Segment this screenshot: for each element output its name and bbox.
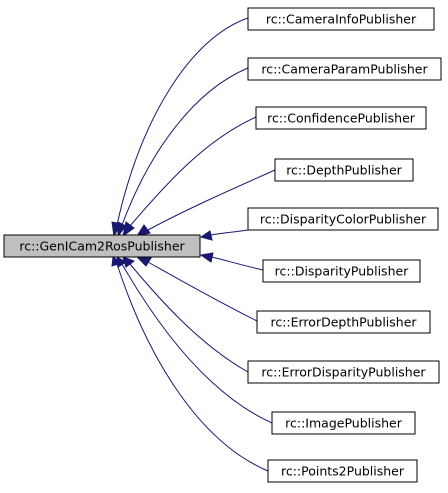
- derived-class-label: rc::ImagePublisher: [285, 416, 403, 431]
- derived-class-label: rc::ConfidencePublisher: [267, 111, 416, 126]
- edge-error-disparity: [129, 263, 249, 373]
- arrowhead-error-depth: [135, 256, 152, 267]
- derived-class-node-disparity-color[interactable]: rc::DisparityColorPublisher: [247, 207, 439, 231]
- edge-image: [121, 263, 273, 424]
- derived-class-node-points2[interactable]: rc::Points2Publisher: [267, 459, 418, 483]
- inheritance-edges: [116, 17, 276, 472]
- arrowhead-disparity: [199, 252, 214, 263]
- derived-class-node-error-depth[interactable]: rc::ErrorDepthPublisher: [256, 310, 431, 334]
- edge-confidence: [129, 116, 257, 227]
- derived-class-label: rc::DisparityPublisher: [275, 264, 410, 279]
- arrowhead-depth: [135, 224, 151, 237]
- edge-disparity: [211, 256, 264, 271]
- derived-class-node-confidence[interactable]: rc::ConfidencePublisher: [255, 106, 427, 130]
- derived-class-label: rc::DisparityColorPublisher: [260, 212, 427, 227]
- derived-class-node-disparity[interactable]: rc::DisparityPublisher: [262, 259, 421, 283]
- derived-class-label: rc::Points2Publisher: [281, 464, 405, 479]
- edge-points2: [116, 263, 269, 472]
- derived-class-node-error-disparity[interactable]: rc::ErrorDisparityPublisher: [247, 360, 440, 384]
- base-class-node[interactable]: rc::GenICam2RosPublisher: [3, 234, 201, 258]
- derived-class-node-camera-param[interactable]: rc::CameraParamPublisher: [247, 57, 442, 81]
- derived-class-label: rc::CameraInfoPublisher: [266, 12, 417, 27]
- edge-camera-info: [116, 17, 249, 226]
- derived-class-node-camera-info[interactable]: rc::CameraInfoPublisher: [247, 7, 435, 31]
- arrowhead-points2: [111, 256, 123, 267]
- edge-camera-param: [121, 67, 249, 226]
- base-class-label: rc::GenICam2RosPublisher: [19, 239, 185, 254]
- edge-depth: [147, 169, 276, 231]
- derived-class-node-image[interactable]: rc::ImagePublisher: [271, 411, 416, 435]
- arrowhead-confidence: [122, 221, 135, 238]
- edge-disparity-color: [210, 229, 249, 236]
- derived-class-label: rc::ErrorDisparityPublisher: [261, 365, 426, 380]
- arrowheads: [111, 221, 214, 268]
- derived-class-label: rc::ErrorDepthPublisher: [270, 315, 417, 330]
- arrowhead-camera-param: [117, 221, 127, 238]
- derived-class-label: rc::CameraParamPublisher: [261, 62, 428, 77]
- derived-class-label: rc::DepthPublisher: [286, 163, 402, 178]
- derived-class-node-depth[interactable]: rc::DepthPublisher: [274, 158, 414, 182]
- arrowhead-disparity-color: [199, 230, 213, 241]
- edge-error-depth: [147, 261, 258, 322]
